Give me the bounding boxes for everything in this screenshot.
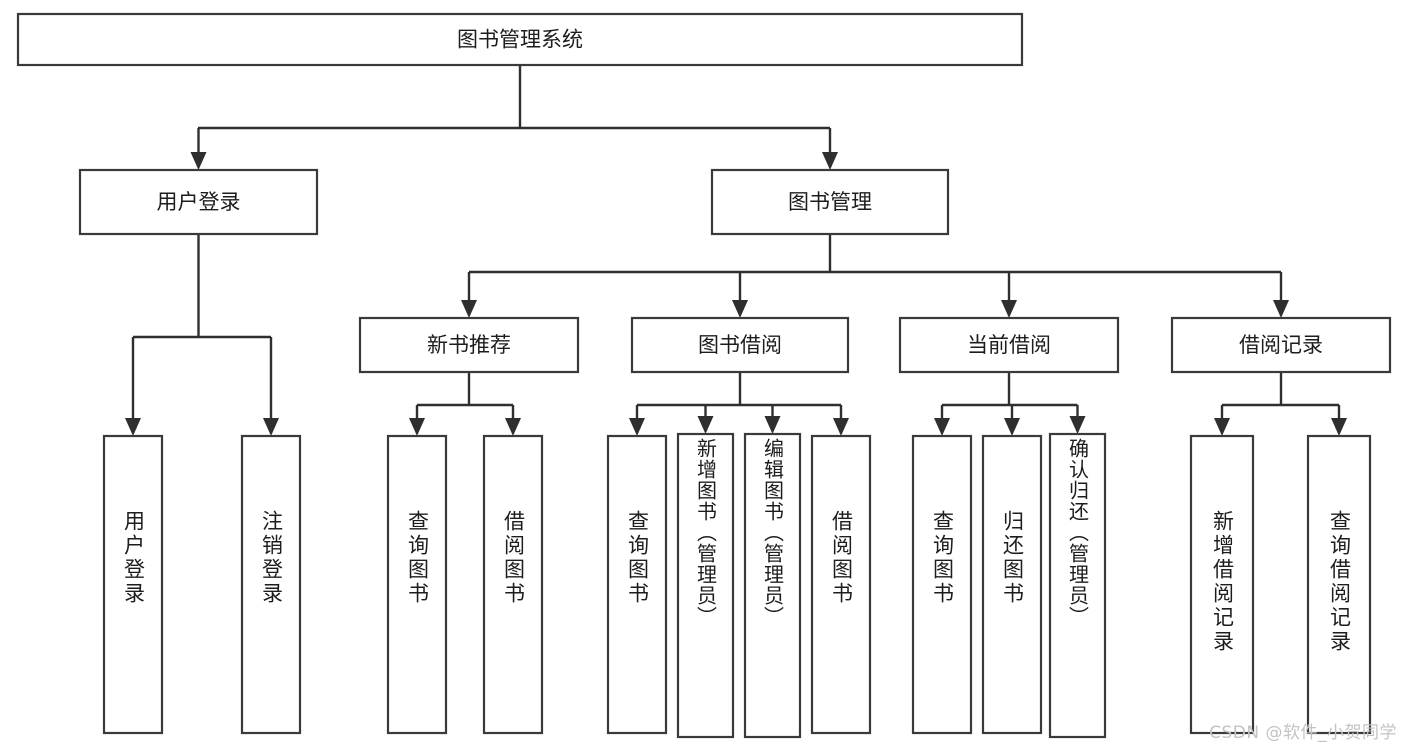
node-level3-1[interactable] [630, 316, 850, 374]
node-box-layer [16, 12, 1392, 739]
arrow-head-icon [505, 418, 521, 436]
watermark-text: CSDN @软件_小贺同学 [1209, 723, 1397, 743]
arrow-head-icon [732, 300, 748, 318]
arrow-head-icon [934, 418, 950, 436]
node-leaf-8[interactable] [911, 434, 973, 735]
arrow-head-icon [125, 418, 141, 436]
arrow-head-icon [822, 152, 838, 170]
node-level3-0[interactable] [358, 316, 580, 374]
arrow-head-icon [263, 418, 279, 436]
node-leaf-6[interactable] [743, 432, 802, 739]
node-leaf-1[interactable] [240, 434, 302, 735]
node-level2-0[interactable] [78, 168, 319, 236]
arrow-head-icon [1004, 418, 1020, 436]
arrow-head-icon [461, 300, 477, 318]
node-leaf-11[interactable] [1189, 434, 1255, 735]
node-level3-label-2: 当前借阅 [967, 333, 1051, 357]
arrow-head-icon [629, 418, 645, 436]
arrow-head-icon [1331, 418, 1347, 436]
node-level3-2[interactable] [898, 316, 1120, 374]
node-level3-label-3: 借阅记录 [1239, 333, 1323, 357]
node-level3-label-1: 图书借阅 [698, 333, 782, 357]
node-level3-label-0: 新书推荐 [427, 333, 511, 357]
node-level2-1[interactable] [710, 168, 950, 236]
arrow-head-icon [1069, 416, 1086, 434]
node-level3-3[interactable] [1170, 316, 1392, 374]
node-leaf-5[interactable] [676, 432, 735, 739]
node-leaf-12[interactable] [1306, 434, 1372, 735]
node-leaf-4[interactable] [606, 434, 668, 735]
arrow-head-icon [833, 418, 849, 436]
node-leaf-7[interactable] [810, 434, 872, 735]
node-leaf-2[interactable] [386, 434, 448, 735]
node-level2-label-0: 用户登录 [157, 190, 241, 214]
node-level2-label-1: 图书管理 [788, 190, 872, 214]
arrow-head-icon [697, 416, 714, 434]
arrow-head-icon [1273, 300, 1289, 318]
node-leaf-3[interactable] [482, 434, 544, 735]
node-root[interactable] [16, 12, 1024, 67]
arrow-head-icon [1214, 418, 1230, 436]
node-root-label: 图书管理系统 [457, 28, 583, 52]
arrow-head-icon [1001, 300, 1017, 318]
arrow-head-icon [190, 152, 207, 170]
connector-layer [125, 65, 1347, 436]
arrow-head-icon [409, 418, 425, 436]
node-leaf-0[interactable] [102, 434, 164, 735]
node-leaf-10[interactable] [1048, 432, 1107, 739]
arrow-head-icon [764, 416, 781, 434]
node-leaf-9[interactable] [981, 434, 1043, 735]
